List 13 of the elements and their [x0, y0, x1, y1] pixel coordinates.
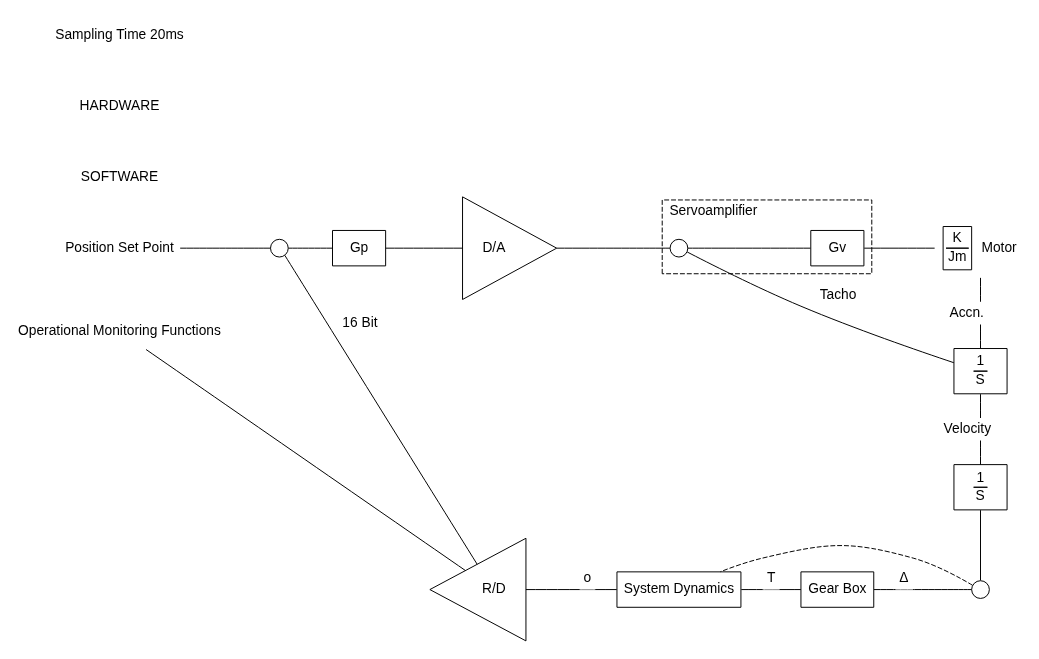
edge-label: Tacho — [819, 287, 857, 303]
edge-label: Δ — [899, 570, 909, 586]
edge-label: 16 Bit — [342, 314, 378, 330]
edge-label: Accn. — [949, 305, 984, 321]
node-text: Position Set Point — [65, 239, 174, 255]
node-label: Motor — [981, 239, 1017, 255]
label: SOFTWARE — [80, 168, 159, 184]
edge-label: T — [767, 570, 776, 586]
label: Sampling Time 20ms — [55, 27, 184, 43]
label: HARDWARE — [79, 98, 160, 114]
edge-label: Velocity — [943, 421, 992, 437]
edge-label: o — [583, 570, 592, 586]
node-text: Operational Monitoring Functions — [18, 323, 221, 339]
